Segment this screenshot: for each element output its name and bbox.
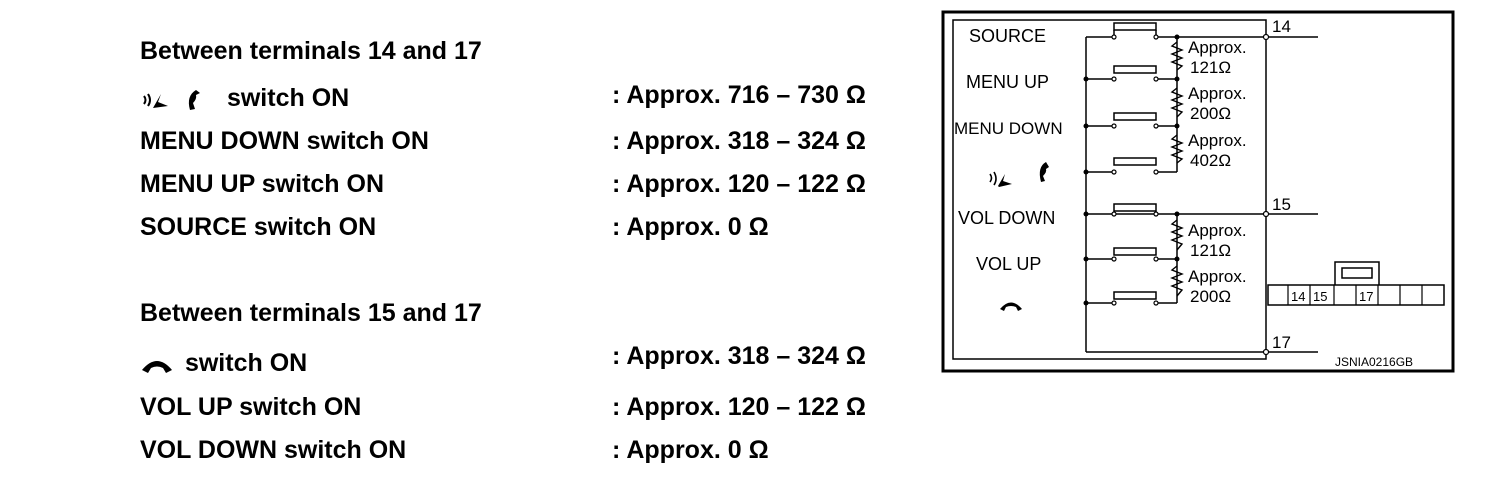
resistor-4-value: 121Ω	[1190, 241, 1231, 260]
menu-up-switch-value: : Approx. 120 – 122 Ω	[612, 170, 866, 198]
source-switch-value: : Approx. 0 Ω	[612, 213, 769, 241]
voice-recognition-phone-icon	[143, 90, 200, 111]
resistor-3-word: Approx.	[1188, 131, 1247, 150]
diagram-label-vol-down: VOL DOWN	[958, 208, 1055, 228]
resistor-4-word: Approx.	[1188, 221, 1247, 240]
hangup-switch-label: switch ON	[140, 348, 307, 378]
connector-pin-15: 15	[1313, 289, 1327, 304]
resistor-5-value: 200Ω	[1190, 287, 1231, 306]
menu-down-switch-value: : Approx. 318 – 324 Ω	[612, 127, 866, 155]
vol-up-switch-label: VOL UP switch ON	[140, 393, 362, 421]
menu-up-switch-label: MENU UP switch ON	[140, 170, 385, 198]
phone-hangup-icon	[1000, 302, 1022, 311]
diagram-label-menu-up: MENU UP	[966, 72, 1049, 92]
diagram-label-source: SOURCE	[969, 26, 1046, 46]
voice-phone-switch-value: : Approx. 716 – 730 Ω	[612, 81, 866, 109]
figure-code: JSNIA0216GB	[1335, 355, 1413, 369]
resistor-2-word: Approx.	[1188, 84, 1247, 103]
resistor-2-value: 200Ω	[1190, 104, 1231, 123]
vol-down-switch-label: VOL DOWN switch ON	[140, 436, 407, 464]
group1-heading: Between terminals 14 and 17	[140, 37, 482, 65]
hangup-switch-value: : Approx. 318 – 324 Ω	[612, 342, 866, 370]
vol-down-switch-value: : Approx. 0 Ω	[612, 436, 769, 464]
resistor-1-value: 121Ω	[1190, 58, 1231, 77]
housing-frame	[952, 19, 1267, 360]
source-switch-label: SOURCE switch ON	[140, 213, 377, 241]
diagram-label-vol-up: VOL UP	[976, 254, 1041, 274]
connector: 14 15 17	[1267, 261, 1445, 306]
voice-recognition-phone-icon	[989, 162, 1049, 187]
group2-heading: Between terminals 15 and 17	[140, 299, 482, 327]
resistor-5-word: Approx.	[1188, 267, 1247, 286]
menu-down-switch-label: MENU DOWN switch ON	[140, 127, 429, 155]
diagram-border	[941, 10, 1455, 373]
switch-circuit-diagram: SOURCE MENU UP MENU DOWN VOL DOWN VOL UP…	[941, 10, 1455, 373]
phone-hangup-icon	[142, 361, 172, 374]
terminal-17: 17	[1272, 333, 1291, 352]
diagram-label-menu-down: MENU DOWN	[954, 119, 1063, 138]
connector-pin-14: 14	[1291, 289, 1305, 304]
connector-pin-17: 17	[1359, 289, 1373, 304]
terminal-15: 15	[1272, 195, 1291, 214]
vol-up-switch-value: : Approx. 120 – 122 Ω	[612, 393, 866, 421]
terminal-14: 14	[1272, 17, 1291, 36]
voice-phone-switch-label: switch ON	[140, 83, 349, 114]
resistor-1-word: Approx.	[1188, 38, 1247, 57]
resistor-3-value: 402Ω	[1190, 151, 1231, 170]
